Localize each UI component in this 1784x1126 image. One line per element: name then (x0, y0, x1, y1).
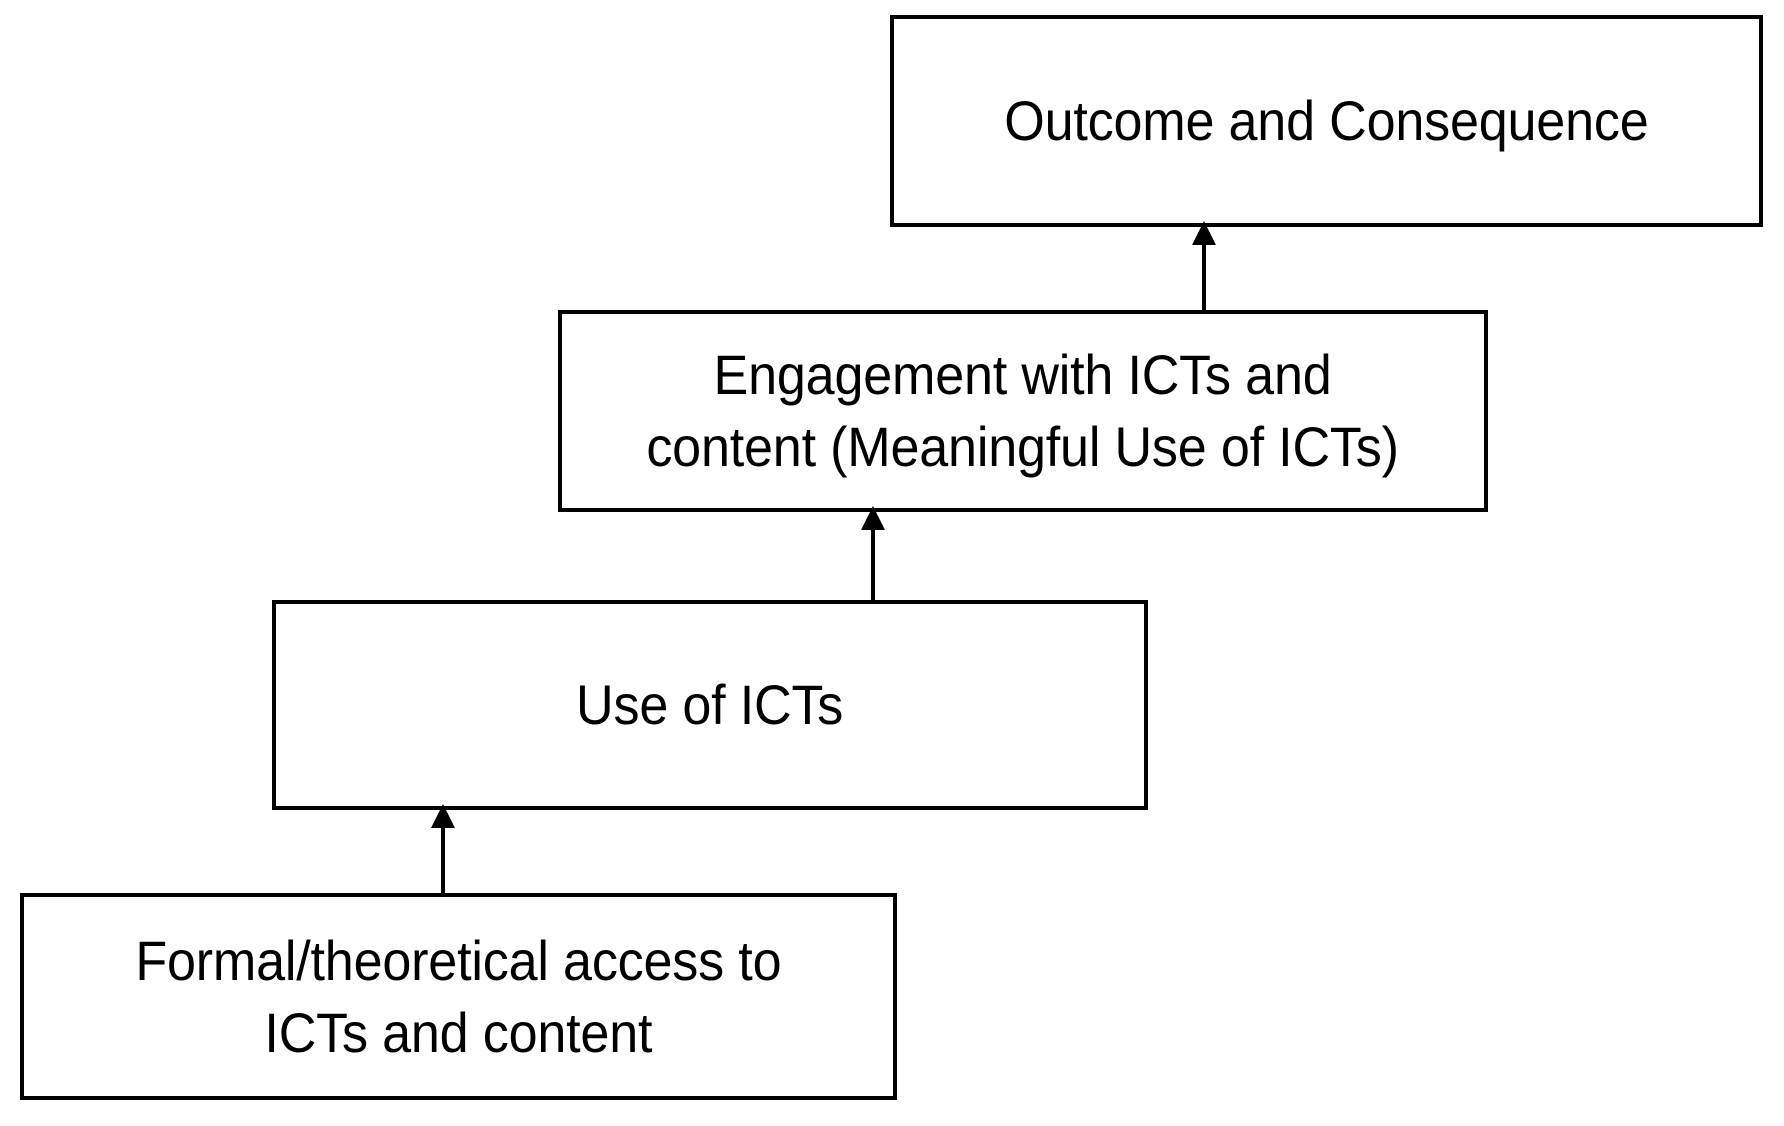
arrow-use-to-engagement (853, 504, 893, 608)
node-engagement-with-icts[interactable]: Engagement with ICTs and content (Meanin… (558, 310, 1488, 512)
arrow-access-to-use (423, 802, 463, 901)
node-formal-theoretical-access[interactable]: Formal/theoretical access to ICTs and co… (20, 893, 897, 1100)
node-outcome-and-consequence-label: Outcome and Consequence (1004, 89, 1649, 153)
arrow-engagement-to-outcome (1184, 219, 1224, 318)
node-use-of-icts-label: Use of ICTs (576, 673, 844, 737)
node-outcome-and-consequence[interactable]: Outcome and Consequence (890, 15, 1763, 227)
node-engagement-with-icts-label: Engagement with ICTs and content (Meanin… (646, 343, 1400, 478)
node-formal-theoretical-access-label: Formal/theoretical access to ICTs and co… (135, 928, 782, 1064)
node-use-of-icts[interactable]: Use of ICTs (272, 600, 1148, 810)
